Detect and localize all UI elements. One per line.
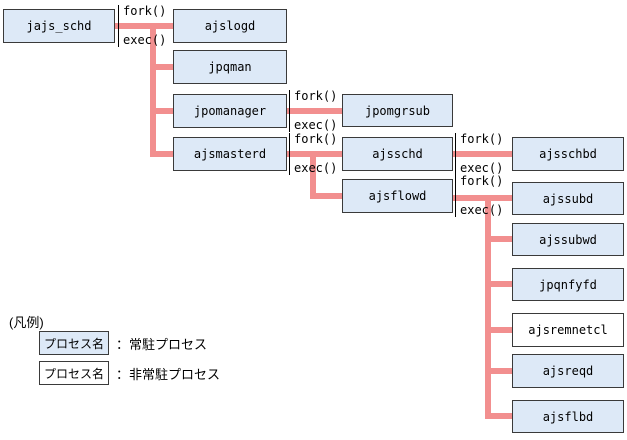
process-node-jajs_schd: jajs_schd — [3, 9, 115, 43]
edge-stub-jpqnfyfd — [485, 281, 512, 287]
edge-jpomanager-to-jpomgrsub — [287, 108, 342, 114]
edge-stub-jpqman — [150, 64, 173, 70]
exec-label: exec() — [460, 203, 504, 217]
edge-stub-ajsflowd — [310, 193, 342, 199]
fork-exec-annotation-ajsflowd: fork() exec() — [455, 175, 508, 217]
fork-exec-annotation-ajsmasterd: fork() exec() — [289, 133, 342, 175]
edge-ajsschd-to-ajsschbd — [453, 151, 512, 157]
process-node-jpqnfyfd: jpqnfyfd — [512, 268, 624, 301]
edge-stub-ajsreqd — [485, 368, 512, 374]
process-node-ajsflbd: ajsflbd — [512, 400, 624, 433]
legend-nonresident-description: ：非常駐プロセス — [116, 366, 221, 382]
exec-label: exec() — [123, 33, 167, 47]
process-node-jpqman: jpqman — [173, 50, 287, 84]
legend-resident-description: ：常駐プロセス — [116, 336, 208, 352]
process-node-jpomanager: jpomanager — [173, 94, 287, 128]
edge-trunk-ajsmasterd-children — [310, 151, 316, 199]
fork-label: fork() — [123, 4, 167, 18]
edge-stub-jpomanager — [150, 108, 173, 114]
exec-label: exec() — [460, 161, 504, 175]
edge-ajsflowd-to-ajssubd — [453, 195, 512, 201]
fork-exec-annotation-jajsschd: fork() exec() — [118, 5, 171, 47]
process-node-ajssubd: ajssubd — [512, 182, 624, 215]
exec-label: exec() — [294, 118, 338, 132]
edge-stub-ajsremnetcl — [485, 327, 512, 333]
process-node-ajsreqd: ajsreqd — [512, 354, 624, 388]
process-node-ajslogd: ajslogd — [173, 9, 287, 43]
edge-jajsschd-to-ajslogd — [115, 23, 173, 29]
process-node-ajssubwd: ajssubwd — [512, 223, 624, 256]
legend-resident-sample-box: プロセス名 — [39, 331, 109, 355]
process-node-ajsflowd: ajsflowd — [342, 179, 453, 213]
edge-stub-ajsmasterd — [150, 151, 173, 157]
exec-label: exec() — [294, 161, 338, 175]
process-node-ajsmasterd: ajsmasterd — [173, 137, 287, 171]
fork-label: fork() — [460, 132, 504, 146]
edge-stub-ajsflbd — [485, 413, 512, 419]
legend-nonresident-sample-box: プロセス名 — [39, 361, 109, 385]
edge-trunk-ajsflowd-children — [485, 195, 491, 419]
fork-exec-annotation-ajsschd: fork() exec() — [455, 133, 508, 175]
fork-label: fork() — [294, 132, 338, 146]
process-node-ajsschd: ajsschd — [342, 137, 453, 171]
edge-stub-ajssubwd — [485, 236, 512, 242]
legend-title: (凡例) — [9, 315, 44, 330]
process-node-ajsremnetcl: ajsremnetcl — [512, 313, 624, 347]
fork-label: fork() — [294, 89, 338, 103]
edge-trunk-jajsschd-children — [150, 23, 156, 157]
process-node-ajsschbd: ajsschbd — [512, 137, 624, 171]
process-node-jpomgrsub: jpomgrsub — [342, 94, 453, 127]
fork-label: fork() — [460, 174, 504, 188]
fork-exec-annotation-jpomanager: fork() exec() — [289, 90, 342, 132]
